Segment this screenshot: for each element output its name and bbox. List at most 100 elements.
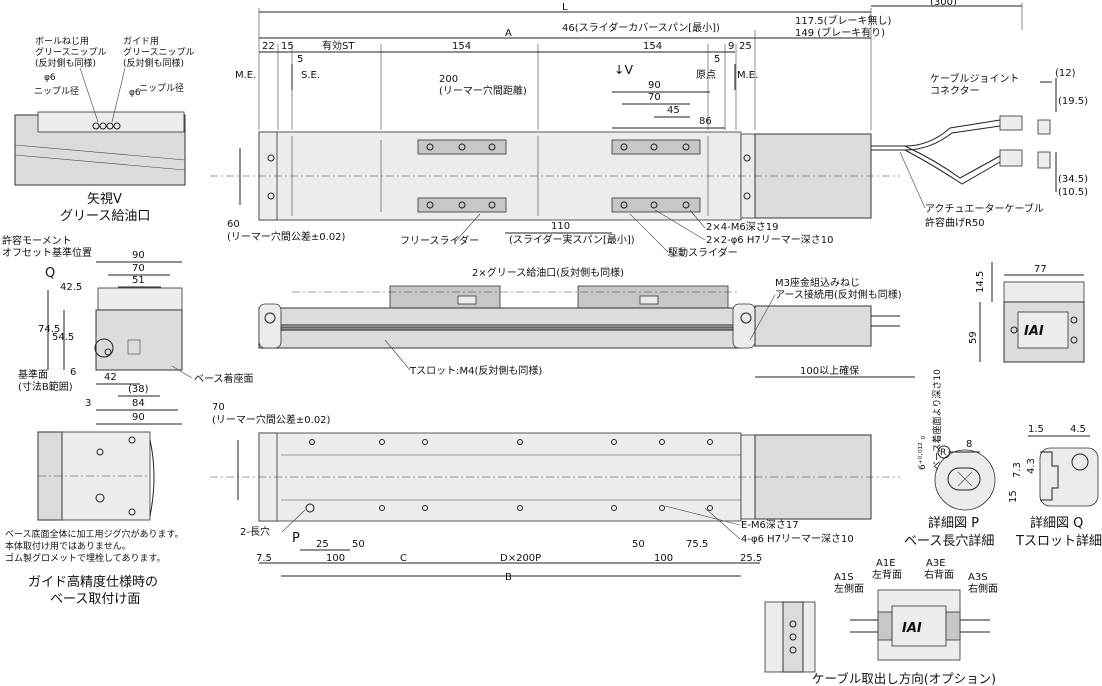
detail-p: 8 R 6⁺⁰·⁰¹² ₀ ベース着座面より深さ10 詳細図 P ベース長穴詳細 <box>904 369 996 549</box>
detail-q-43: 4.3 <box>1026 458 1037 474</box>
end-dim-42: 42 <box>104 372 117 383</box>
hole <box>611 439 617 445</box>
p-label: P <box>292 531 300 546</box>
cable-dim-105: (10.5) <box>1058 187 1088 198</box>
hole <box>682 201 690 209</box>
end-dim-3: 3 <box>85 398 91 409</box>
hole <box>379 505 385 511</box>
top-dimensions: L (300) A 46(スライダーカバースパン[最小]) 117.5(ブレーキ… <box>235 0 1023 130</box>
dim-755: 75.5 <box>686 539 708 550</box>
ref-surface-1: 基準面 <box>18 368 48 381</box>
end-dim-70: 70 <box>132 263 145 274</box>
view-v: ボールねじ用 グリースニップル (反対側も同様) ガイド用 グリースニップル (… <box>14 36 195 224</box>
dim-200: 200 <box>439 74 458 85</box>
a1e-label: 左背面 <box>872 568 902 581</box>
dim-45: 45 <box>667 105 680 116</box>
detail-p-title-2: ベース長穴詳細 <box>904 533 994 549</box>
ball-nipple-2: グリースニップル <box>35 46 107 58</box>
hole <box>426 201 434 209</box>
dim-300: (300) <box>930 0 957 8</box>
dim-L: L <box>562 2 568 13</box>
a1s-code: A1S <box>834 572 854 583</box>
origin-label: 原点 <box>696 69 716 81</box>
guide-title-1: ガイド高精度仕様時の <box>28 574 158 590</box>
long-hole-label: 2-長穴 <box>240 525 270 538</box>
reamer-holes: 2×2-φ6 H7リーマー深さ10 <box>706 234 833 246</box>
right-dim-145: 14.5 <box>975 271 986 293</box>
cable-dim-195: (19.5) <box>1058 96 1088 107</box>
end-dim-425: 42.5 <box>60 282 82 293</box>
top-view-actuator <box>210 131 900 221</box>
hole <box>611 505 617 511</box>
dim-154-left: 154 <box>452 41 471 52</box>
dim-9: 9 <box>728 41 734 52</box>
dim-C: C <box>400 553 407 564</box>
detail-p-R: R <box>940 448 946 458</box>
hole <box>517 439 523 445</box>
detail-q: 1.5 4.5 7.3 4.3 15 詳細図 Q Tスロット詳細 <box>1008 424 1102 549</box>
slider-span: (スライダー実スパン[最小]) <box>509 233 635 246</box>
tolerance-60: (リーマー穴間公差±0.02) <box>227 230 346 243</box>
tslot-label: Tスロット:M4(反対側も同様) <box>409 364 542 377</box>
m3-screw-1: M3座金組込みねじ <box>775 276 860 289</box>
hole <box>620 143 628 151</box>
detail-p-8: 8 <box>966 439 972 450</box>
hole <box>707 439 713 445</box>
me-left: M.E. <box>235 70 256 81</box>
hole <box>650 201 658 209</box>
hole <box>488 143 496 151</box>
guide-note-3: ゴム製グロメットで埋栓してあります。 <box>5 552 166 564</box>
hole <box>379 439 385 445</box>
end-dim-90: 90 <box>132 250 145 261</box>
grease-port-label: 2×グリース給油口(反対側も同様) <box>472 266 624 279</box>
detail-q-45: 4.5 <box>1070 424 1086 435</box>
m6-threads: 2×4-M6深さ19 <box>706 221 778 233</box>
min-clearance: 100以上確保 <box>800 364 859 377</box>
guide-nipple-1: ガイド用 <box>123 36 159 47</box>
ball-nipple-3: (反対側も同様) <box>35 57 96 69</box>
reamer-distance: (リーマー穴間距離) <box>439 84 527 97</box>
brake-with: 149 (ブレーキ有り) <box>795 26 885 39</box>
actuator-cable: ケーブルジョイント コネクター (12) (19.5) (34.5) (10.5… <box>871 68 1088 229</box>
em6-label: E-M6深さ17 <box>741 519 799 531</box>
end-dim-38: (38) <box>128 384 149 395</box>
a3s-label: 右側面 <box>968 582 998 595</box>
hole <box>458 201 466 209</box>
dim-90: 90 <box>648 80 661 91</box>
side-view-actuator: 2×グリース給油口(反対側も同様) M3座金組込みねじ アース接続用(反対側も同… <box>258 266 915 378</box>
q-label: Q <box>45 266 55 281</box>
view-v-arrow: ↓V <box>614 62 633 77</box>
detail-p-depth: ベース着座面より深さ10 <box>931 369 943 470</box>
nipple-dia-right: ニップル径 <box>139 82 184 94</box>
phi6-right: φ6 <box>129 88 141 98</box>
cable-joint-1: ケーブルジョイント <box>930 72 1019 85</box>
a3s-code: A3S <box>968 572 988 583</box>
effective-stroke: 有効ST <box>322 39 355 52</box>
hole <box>422 439 428 445</box>
dim-50-bottom: 50 <box>352 539 365 550</box>
bottom-view-labels: 70 (リーマー穴間公差±0.02) 2-長穴 P 25 50 7.5 100 … <box>212 402 854 583</box>
slider-cover-span: 46(スライダーカバースパン[最小]) <box>562 21 720 34</box>
dim-86: 86 <box>699 116 712 127</box>
actuator-cable-1: アクチュエーターケーブル <box>925 202 1044 215</box>
me-right: M.E. <box>737 70 758 81</box>
iai-logo: IAI <box>1024 324 1044 339</box>
dim-100-bottom: 100 <box>326 553 345 564</box>
cable-dim-12: (12) <box>1055 68 1076 79</box>
ref-surface-2: (寸法B範囲) <box>18 380 73 393</box>
hole <box>517 505 523 511</box>
detail-q-15: 1.5 <box>1028 424 1044 435</box>
cable-option-title: ケーブル取出し方向(オプション) <box>812 671 996 686</box>
a1s-label: 左側面 <box>834 582 864 595</box>
dim-75-bottom: 7.5 <box>256 553 272 564</box>
guide-title-2: ベース取付け面 <box>50 592 140 607</box>
end-dim-51: 51 <box>132 275 145 286</box>
a1e-code: A1E <box>876 558 896 569</box>
right-dim-59: 59 <box>968 331 979 344</box>
reamer4-label: 4-φ6 H7リーマー深さ10 <box>741 533 854 545</box>
dim-50b-bottom: 50 <box>632 539 645 550</box>
cable-exit-option: IAI A1E 左背面 A3E 右背面 A1S 左側面 A3S 右側面 ケーブル… <box>764 558 998 686</box>
guide-note-1: ベース底面全体に加工用ジグ穴があります。 <box>5 528 184 540</box>
dim-5-left: 5 <box>297 54 303 65</box>
